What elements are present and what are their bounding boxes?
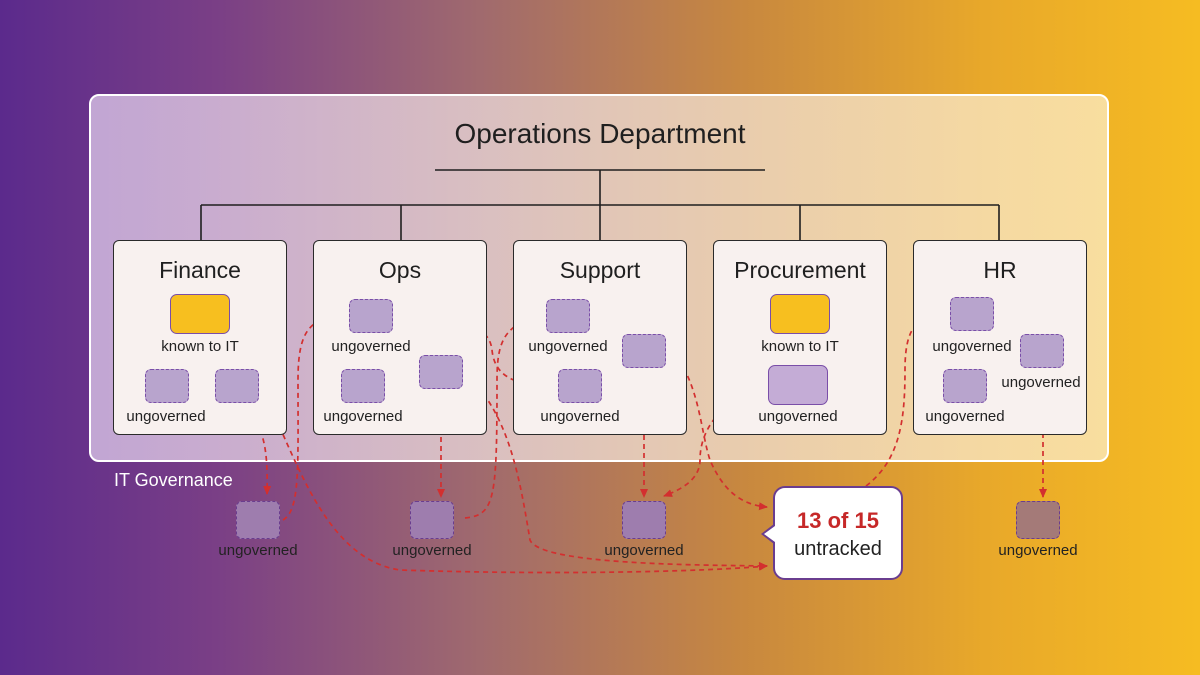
flow-arrow xyxy=(471,379,768,570)
ungoverned-app-label: ungoverned xyxy=(331,338,411,355)
callout-tail-inner xyxy=(764,526,775,542)
untracked-stat: 13 of 15 xyxy=(797,508,879,533)
flow-arrow xyxy=(464,314,541,519)
outside-app-label: ungoverned xyxy=(392,542,472,559)
ungoverned-app-box xyxy=(341,369,385,403)
org-chart-lines xyxy=(200,169,1000,240)
ungoverned-app-label: ungoverned xyxy=(758,408,838,425)
outside-app-label: ungoverned xyxy=(604,542,684,559)
unit-title-procurement: Procurement xyxy=(734,257,866,283)
known-app-box xyxy=(170,294,230,334)
outside-app-label: ungoverned xyxy=(998,542,1078,559)
outside-app-box xyxy=(622,501,666,539)
unit-ops xyxy=(313,240,487,435)
ungoverned-app-label: ungoverned xyxy=(528,338,608,355)
untracked-callout: 13 of 15 untracked xyxy=(773,486,903,580)
ungoverned-app-label: ungoverned xyxy=(925,408,1005,425)
untracked-text: untracked xyxy=(794,538,882,560)
flow-arrow xyxy=(667,345,768,511)
known-app-box xyxy=(770,294,830,334)
unit-title-hr: HR xyxy=(983,257,1017,283)
ungoverned-app-box xyxy=(546,299,590,333)
unit-title-ops: Ops xyxy=(378,257,422,283)
unit-finance xyxy=(113,240,287,435)
outside-app-box xyxy=(1016,501,1060,539)
unit-title-finance: Finance xyxy=(159,257,241,283)
ungoverned-app-label: ungoverned xyxy=(932,338,1012,355)
ungoverned-app-box xyxy=(1020,334,1064,368)
ungoverned-app-box xyxy=(215,369,259,403)
page-title: Operations Department xyxy=(454,118,746,149)
ungoverned-app-label: ungoverned xyxy=(126,408,206,425)
ungoverned-app-box xyxy=(145,369,189,403)
ungoverned-app-box xyxy=(943,369,987,403)
ungoverned-app-label: ungoverned xyxy=(323,408,403,425)
flow-arrow xyxy=(271,409,768,574)
ungoverned-app-box xyxy=(768,365,828,405)
it-governance-label: IT Governance xyxy=(114,470,233,490)
ungoverned-app-box xyxy=(419,355,463,389)
ungoverned-app-label: ungoverned xyxy=(1001,374,1081,391)
ungoverned-app-box xyxy=(622,334,666,368)
known-app-label: known to IT xyxy=(761,338,839,355)
ungoverned-app-label: ungoverned xyxy=(540,408,620,425)
outside-app-label: ungoverned xyxy=(218,542,298,559)
known-app-label: known to IT xyxy=(161,338,239,355)
ungoverned-app-box xyxy=(349,299,393,333)
outside-app-box xyxy=(410,501,454,539)
outside-app-box xyxy=(236,501,280,539)
ungoverned-app-box xyxy=(950,297,994,331)
unit-title-support: Support xyxy=(559,257,641,283)
ungoverned-app-box xyxy=(558,369,602,403)
